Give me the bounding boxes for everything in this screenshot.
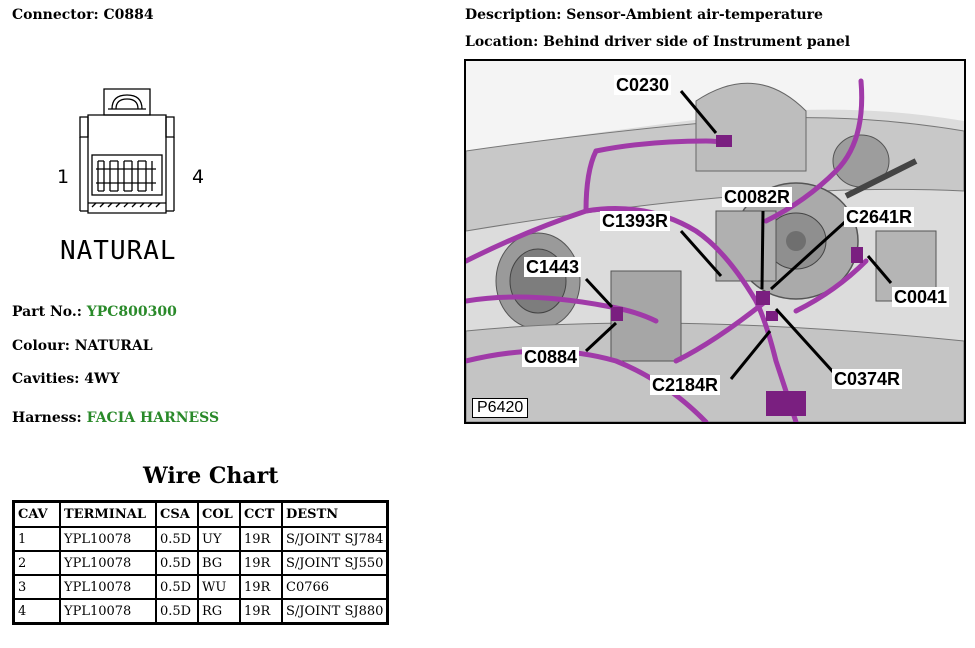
callout-c0041: C0041 — [892, 287, 950, 307]
part-number-label: Part No.: — [12, 304, 82, 320]
colour-label: Colour: — [12, 338, 70, 354]
column-header-csa: CSA — [155, 500, 199, 528]
callout-c2641r: C2641R — [844, 207, 915, 227]
description-label: Description: — [465, 7, 562, 23]
cell-cav: 1 — [12, 526, 61, 552]
column-header-destn: DESTN — [281, 500, 389, 528]
dashboard-drawing — [466, 61, 964, 422]
cell-cav: 2 — [12, 550, 61, 576]
description-value: Sensor-Ambient air-temperature — [566, 7, 823, 23]
callout-c0374r: C0374R — [832, 369, 903, 389]
connector-label: Connector: — [12, 7, 99, 23]
cell-csa: 0.5D — [155, 526, 199, 552]
part-number-link[interactable]: YPC800300 — [86, 304, 177, 320]
callout-c1443: C1443 — [524, 257, 582, 277]
column-header-cct: CCT — [239, 500, 283, 528]
cell-destn: S/JOINT SJ880 — [281, 598, 389, 625]
cell-destn: C0766 — [281, 574, 389, 600]
cell-destn: S/JOINT SJ784 — [281, 526, 389, 552]
table-row: 3 YPL10078 0.5D WU 19R C0766 — [12, 574, 389, 600]
callout-c0884: C0884 — [522, 347, 580, 367]
cell-cav: 3 — [12, 574, 61, 600]
location-value: Behind driver side of Instrument panel — [543, 34, 851, 50]
location-label: Location: — [465, 34, 539, 50]
cavities-value: 4WY — [84, 371, 120, 387]
connector-face-diagram — [79, 88, 175, 214]
cell-terminal: YPL10078 — [59, 574, 157, 600]
colour-value: NATURAL — [74, 338, 153, 354]
cell-col: RG — [197, 598, 241, 625]
description-line: Description: Sensor-Ambient air-temperat… — [465, 7, 823, 23]
cell-cct: 19R — [239, 574, 283, 600]
cell-destn: S/JOINT SJ550 — [281, 550, 389, 576]
location-illustration: C0230 C0082R C1393R C2641R C1443 C0041 C… — [464, 59, 966, 424]
cell-terminal: YPL10078 — [59, 526, 157, 552]
colour-line: Colour: NATURAL — [12, 338, 153, 354]
figure-id-label: P6420 — [472, 398, 529, 418]
cell-col: BG — [197, 550, 241, 576]
harness-link[interactable]: FACIA HARNESS — [86, 410, 220, 426]
cell-cct: 19R — [239, 526, 283, 552]
connector-value: C0884 — [103, 7, 154, 23]
cavities-line: Cavities: 4WY — [12, 371, 120, 387]
column-header-cav: CAV — [12, 500, 61, 528]
callout-c0082r: C0082R — [722, 187, 793, 207]
connector-color-label: NATURAL — [60, 236, 177, 266]
harness-line: Harness: FACIA HARNESS — [12, 410, 219, 426]
wire-chart-title: Wire Chart — [143, 463, 279, 489]
wire-chart-table: CAV TERMINAL CSA COL CCT DESTN 1 YPL1007… — [12, 500, 390, 625]
cell-csa: 0.5D — [155, 598, 199, 625]
cell-cav: 4 — [12, 598, 61, 625]
table-header-row: CAV TERMINAL CSA COL CCT DESTN — [12, 500, 389, 528]
column-header-col: COL — [197, 500, 241, 528]
cell-cct: 19R — [239, 550, 283, 576]
table-row: 4 YPL10078 0.5D RG 19R S/JOINT SJ880 — [12, 598, 389, 625]
callout-c2184r: C2184R — [650, 375, 721, 395]
cavities-label: Cavities: — [12, 371, 80, 387]
harness-label: Harness: — [12, 410, 82, 426]
location-line: Location: Behind driver side of Instrume… — [465, 34, 850, 50]
cell-terminal: YPL10078 — [59, 550, 157, 576]
callout-c1393r: C1393R — [600, 211, 671, 231]
cell-csa: 0.5D — [155, 574, 199, 600]
pin-1-number: 1 — [57, 166, 70, 188]
pin-4-number: 4 — [192, 166, 205, 188]
cell-col: WU — [197, 574, 241, 600]
table-row: 2 YPL10078 0.5D BG 19R S/JOINT SJ550 — [12, 550, 389, 576]
column-header-terminal: TERMINAL — [59, 500, 157, 528]
table-row: 1 YPL10078 0.5D UY 19R S/JOINT SJ784 — [12, 526, 389, 552]
callout-c0230: C0230 — [614, 75, 672, 95]
part-number-line: Part No.: YPC800300 — [12, 304, 177, 320]
cell-csa: 0.5D — [155, 550, 199, 576]
connector-line: Connector: C0884 — [12, 7, 154, 23]
cell-terminal: YPL10078 — [59, 598, 157, 625]
cell-col: UY — [197, 526, 241, 552]
cell-cct: 19R — [239, 598, 283, 625]
